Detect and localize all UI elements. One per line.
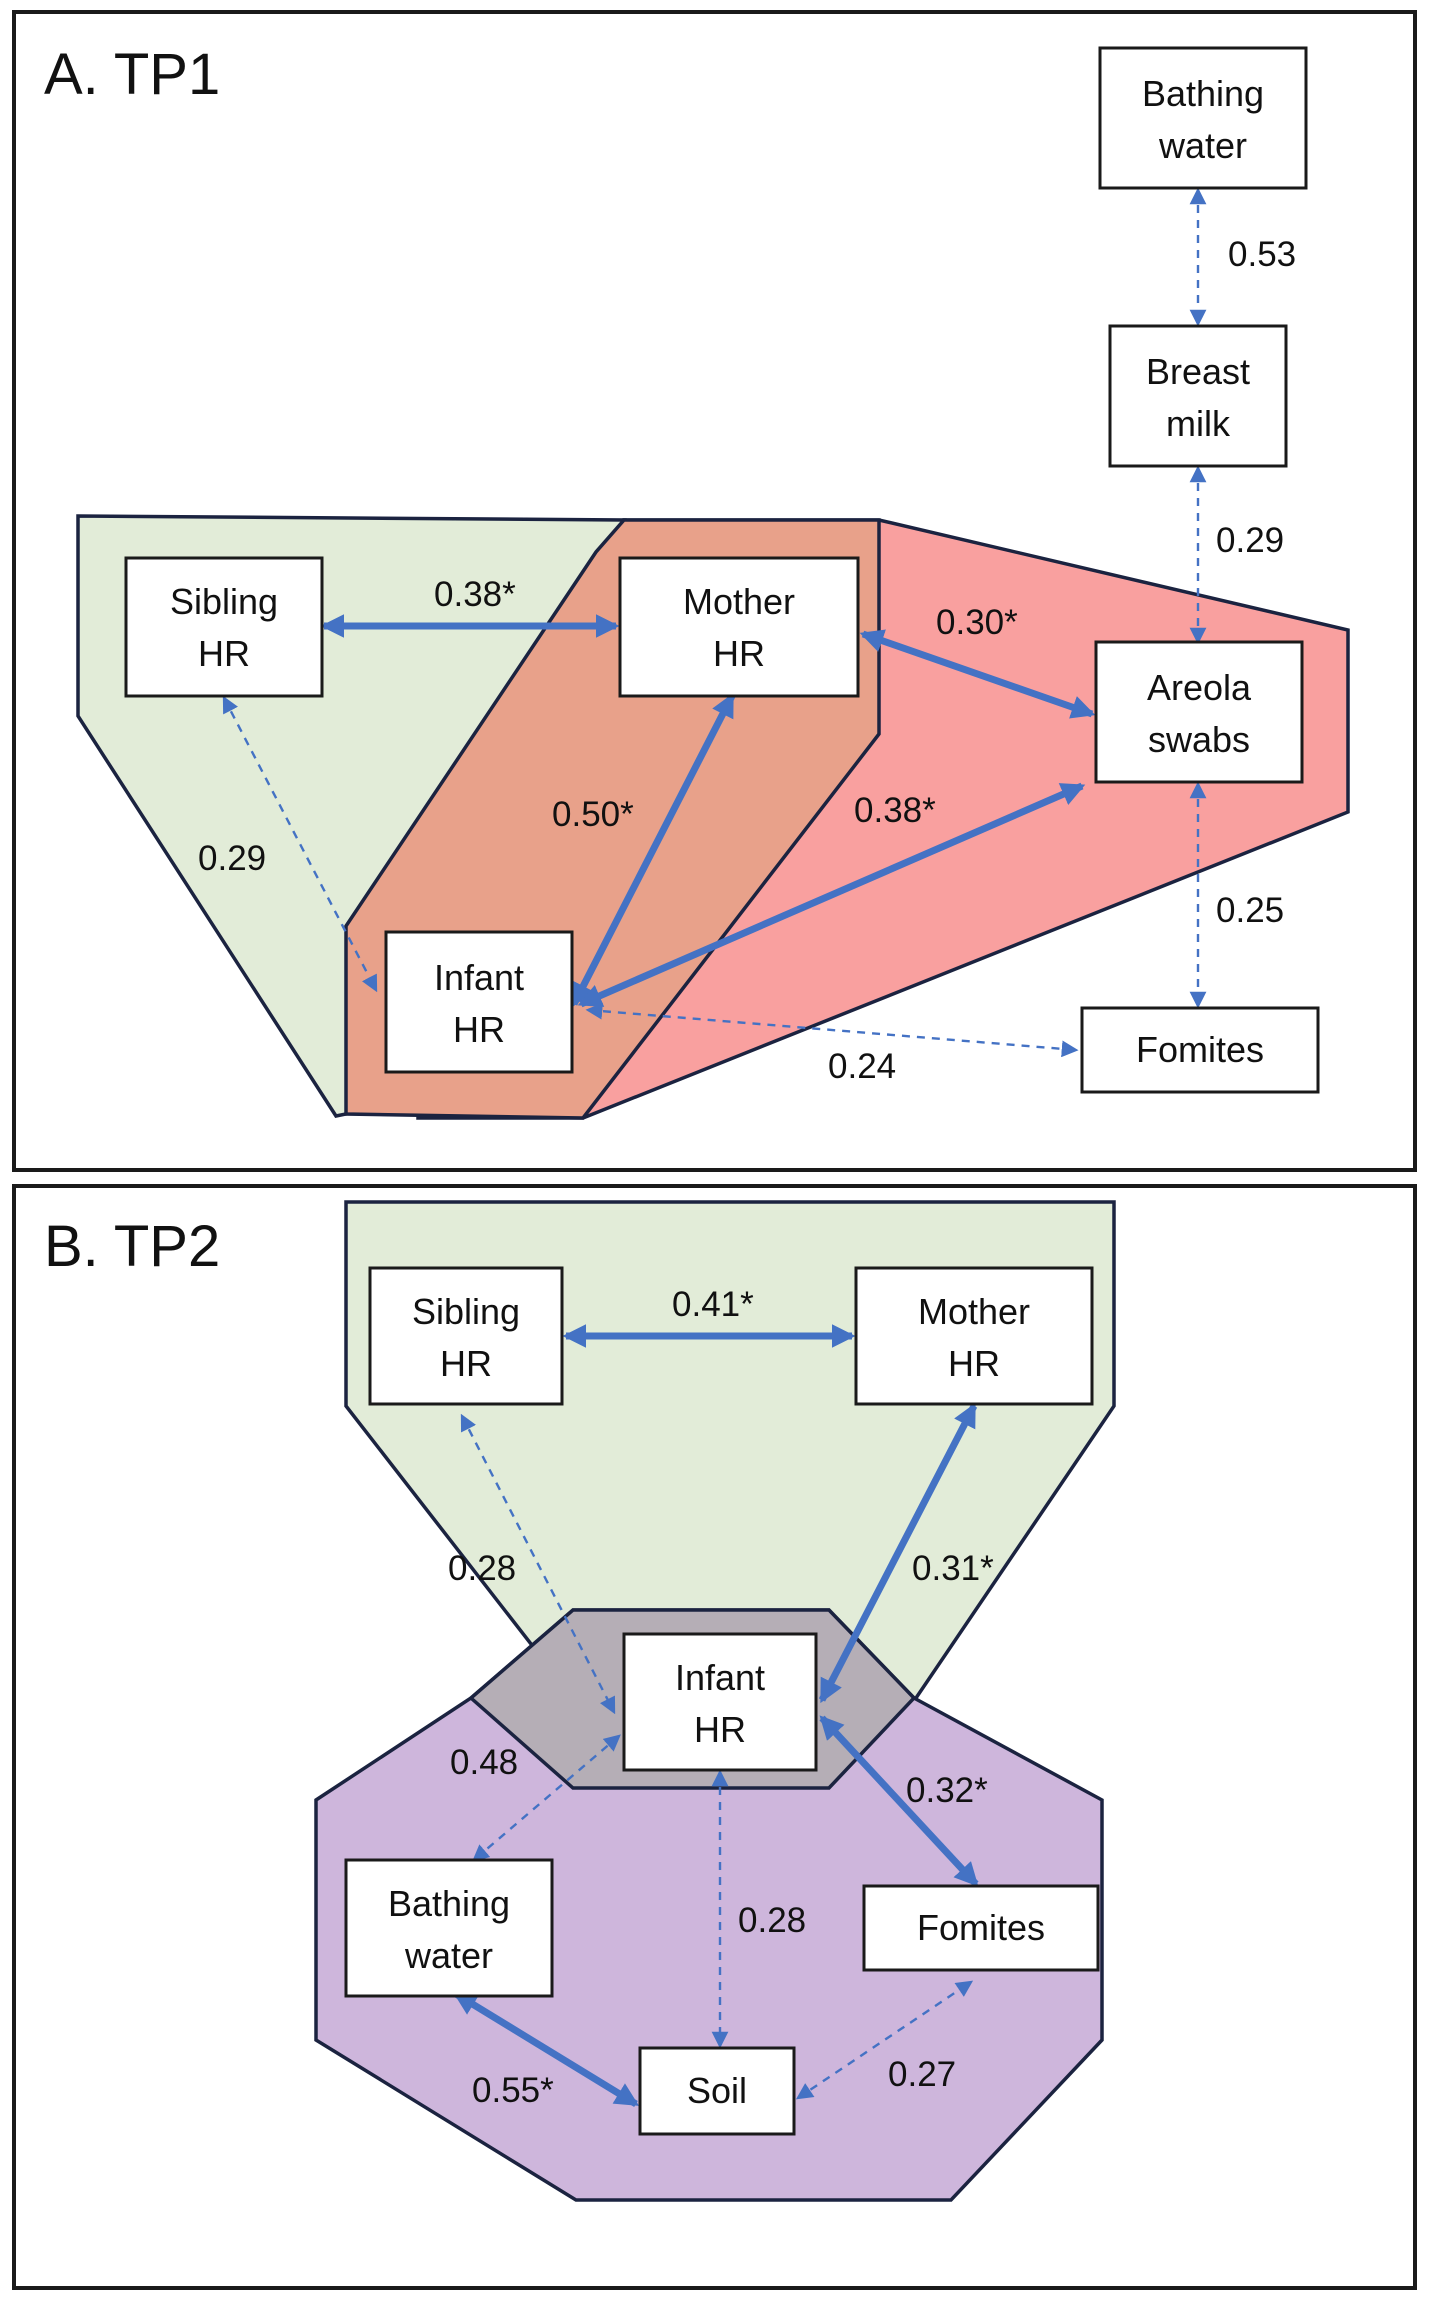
panel-a-tp1: 0.53 0.29 0.38* 0.30* 0.50* 0.38* 0.29 0… <box>12 10 1417 1172</box>
node-breast-milk: Breast milk <box>1108 324 1288 468</box>
node-bathing-water: Bathing water <box>344 1858 554 1998</box>
edge-label-infant-areola: 0.38* <box>854 791 936 830</box>
edge-label-mother-infant: 0.50* <box>552 795 634 834</box>
svg-text:Areola: Areola <box>1147 667 1252 708</box>
svg-text:HR: HR <box>713 633 765 674</box>
edge-infant-fomites <box>819 1715 979 1887</box>
edge-label-sibling-mother: 0.41* <box>672 1285 754 1324</box>
svg-text:HR: HR <box>198 633 250 674</box>
svg-text:HR: HR <box>694 1709 746 1750</box>
node-sibling-hr: Sibling HR <box>124 556 324 698</box>
edge-label-sibling-mother: 0.38* <box>434 575 516 614</box>
svg-text:Soil: Soil <box>687 2070 747 2111</box>
node-infant-hr: Infant HR <box>622 1632 818 1772</box>
edge-label-infant-fomites: 0.32* <box>906 1771 988 1810</box>
node-fomites: Fomites <box>1080 1006 1320 1094</box>
node-mother-hr: Mother HR <box>854 1266 1094 1406</box>
panel-b-diagram: 0.41* 0.28 0.31* 0.48 0.32* 0.28 0.55* 0… <box>44 1200 1116 2202</box>
node-soil: Soil <box>638 2046 796 2136</box>
svg-text:Infant: Infant <box>434 957 524 998</box>
edge-label-bathing-soil: 0.55* <box>472 2071 554 2110</box>
edge-infant-areola <box>577 782 1086 1008</box>
node-infant-hr: Infant HR <box>384 930 574 1074</box>
edge-soil-fomites <box>795 1980 974 2100</box>
node-areola-swabs: Areola swabs <box>1094 640 1304 784</box>
panel-b-title: B. TP2 <box>44 1214 220 1279</box>
panel-a-title: A. TP1 <box>44 42 220 107</box>
svg-text:HR: HR <box>440 1343 492 1384</box>
svg-text:Mother: Mother <box>918 1291 1030 1332</box>
edge-bathing-water-soil <box>452 1991 640 2107</box>
edge-label-breast-areola: 0.29 <box>1216 521 1284 560</box>
panel-a-diagram: 0.53 0.29 0.38* 0.30* 0.50* 0.38* 0.29 0… <box>44 42 1350 1120</box>
edge-infant-fomites <box>585 1002 1079 1058</box>
edge-label-infant-soil: 0.28 <box>738 1901 806 1940</box>
node-fomites: Fomites <box>862 1884 1100 1972</box>
edge-sibling-infant <box>222 695 378 993</box>
node-sibling-hr: Sibling HR <box>368 1266 564 1406</box>
svg-text:Bathing: Bathing <box>1142 73 1264 114</box>
edge-label-bathing-breast: 0.53 <box>1228 235 1296 274</box>
edge-infant-bathing-water <box>472 1734 621 1862</box>
edge-label-mother-infant: 0.31* <box>912 1549 994 1588</box>
edge-mother-areola <box>859 629 1096 719</box>
edge-label-soil-fomites: 0.27 <box>888 2055 956 2094</box>
edge-label-sibling-infant: 0.29 <box>198 839 266 878</box>
svg-text:water: water <box>1158 125 1247 166</box>
edge-label-infant-fomites: 0.24 <box>828 1047 896 1086</box>
node-mother-hr: Mother HR <box>618 556 860 698</box>
svg-text:Bathing: Bathing <box>388 1883 510 1924</box>
edge-label-infant-bathing: 0.48 <box>450 1743 518 1782</box>
svg-text:water: water <box>404 1935 493 1976</box>
edge-mother-infant <box>818 1402 978 1704</box>
svg-text:Sibling: Sibling <box>170 581 278 622</box>
svg-text:Sibling: Sibling <box>412 1291 520 1332</box>
node-bathing-water: Bathing water <box>1098 46 1308 190</box>
edge-label-areola-fomites: 0.25 <box>1216 891 1284 930</box>
edge-label-sibling-infant: 0.28 <box>448 1549 516 1588</box>
svg-text:Breast: Breast <box>1146 351 1250 392</box>
panel-b-tp2: 0.41* 0.28 0.31* 0.48 0.32* 0.28 0.55* 0… <box>12 1184 1417 2290</box>
svg-text:milk: milk <box>1166 403 1231 444</box>
edge-sibling-infant <box>460 1413 616 1715</box>
svg-text:Infant: Infant <box>675 1657 765 1698</box>
svg-text:Mother: Mother <box>683 581 795 622</box>
svg-text:HR: HR <box>453 1009 505 1050</box>
svg-text:Fomites: Fomites <box>917 1907 1045 1948</box>
svg-text:HR: HR <box>948 1343 1000 1384</box>
svg-text:swabs: swabs <box>1148 719 1250 760</box>
edge-label-mother-areola: 0.30* <box>936 603 1018 642</box>
svg-text:Fomites: Fomites <box>1136 1029 1264 1070</box>
